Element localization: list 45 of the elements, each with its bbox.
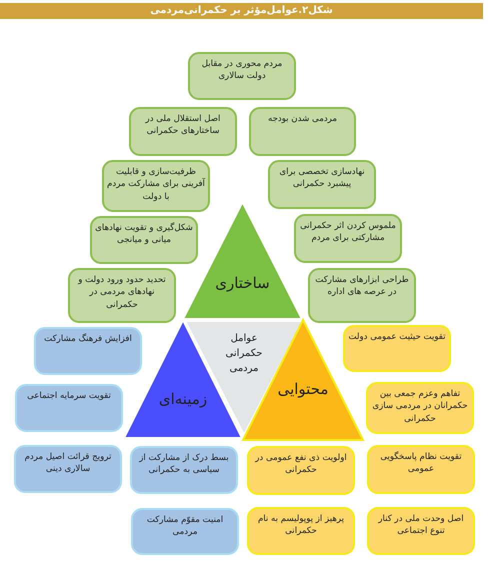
factor-text: ظرفیت‌سازی و قابلیت آفرینی برای مشارکت مردم با دولت <box>107 166 205 204</box>
factor-text: امنیت مقوّم مشارکت مردمی <box>146 514 224 539</box>
factor-box <box>367 507 475 555</box>
factor-box <box>247 507 355 555</box>
factor-text: اولویت ذی نفع عمومی در حکمرانی <box>254 452 348 477</box>
title-banner: شکل۲.عوامل‌مؤثر بر حکمرانی‌مردمی <box>0 3 483 19</box>
segment-label: محتوایی <box>276 379 330 400</box>
segment-label: ساختاری <box>214 273 271 294</box>
factor-text: تفاهم وعزم جمعی بین حکمرانان در مردمی سازی حکمرانی <box>371 388 469 426</box>
factor-box <box>249 107 356 156</box>
factor-box <box>15 384 123 432</box>
factor-text: طراحی ابزارهای مشارکت در عرصه های اداره <box>314 274 410 299</box>
factor-box <box>90 216 198 264</box>
factor-text: تحدید حدود ورود دولت و نهادهای مردمی در حکمرانی <box>76 274 167 312</box>
factor-text: بسط درک از مشارکت از سیاسی به حکمرانی <box>138 452 230 477</box>
factor-text: افزایش فرهنگ مشارکت <box>44 333 132 346</box>
factor-text: اصل وحدت ملی در کنار تنوع اجتماعی <box>377 513 465 538</box>
factor-box <box>129 107 237 156</box>
factor-text: تقویت حیثیت عمومی دولت <box>348 331 446 344</box>
factor-box <box>268 160 376 209</box>
factor-box <box>247 446 355 495</box>
factor-box <box>102 160 210 212</box>
factor-text: شکل‌گیری و تقویت نهادهای میانی و میانجی <box>95 222 193 247</box>
factor-box <box>130 446 238 494</box>
factor-text: تقویت سرمایه اجتماعی <box>27 390 111 402</box>
factor-box <box>367 445 475 494</box>
factor-text: پرهیز از پوپولیسم به نام حکمرانی <box>256 513 346 538</box>
factor-box <box>131 508 239 555</box>
factor-text: ملموس کردن اثر حکمرانی مشارکتی برای مردم <box>299 220 397 245</box>
factor-box <box>308 268 416 323</box>
segment-label: عوامل حکمرانی مردمی <box>224 332 264 376</box>
factor-text: مردم محوری در مقابل دولت سالاری <box>200 58 284 83</box>
factor-text: اصل استقلال ملی در ساختارهای حکمرانی <box>144 113 222 138</box>
factor-text: مردمی شدن بودجه <box>268 113 337 126</box>
factor-box <box>343 325 451 372</box>
factor-box <box>34 327 142 375</box>
factor-text: تقویت نظام پاسخگویی عمومی <box>379 451 463 476</box>
factor-text: نهادسازی تخصصی برای پیشبرد حکمرانی <box>278 166 366 191</box>
factor-text: ترویج قرائت اصیل مردم سالاری دینی <box>24 451 112 476</box>
factor-box <box>68 268 176 323</box>
segment-label: زمینه‌ای <box>158 389 208 410</box>
factor-box <box>294 214 402 263</box>
factor-box <box>14 445 122 493</box>
factor-box <box>188 52 296 100</box>
factor-box <box>366 382 474 434</box>
